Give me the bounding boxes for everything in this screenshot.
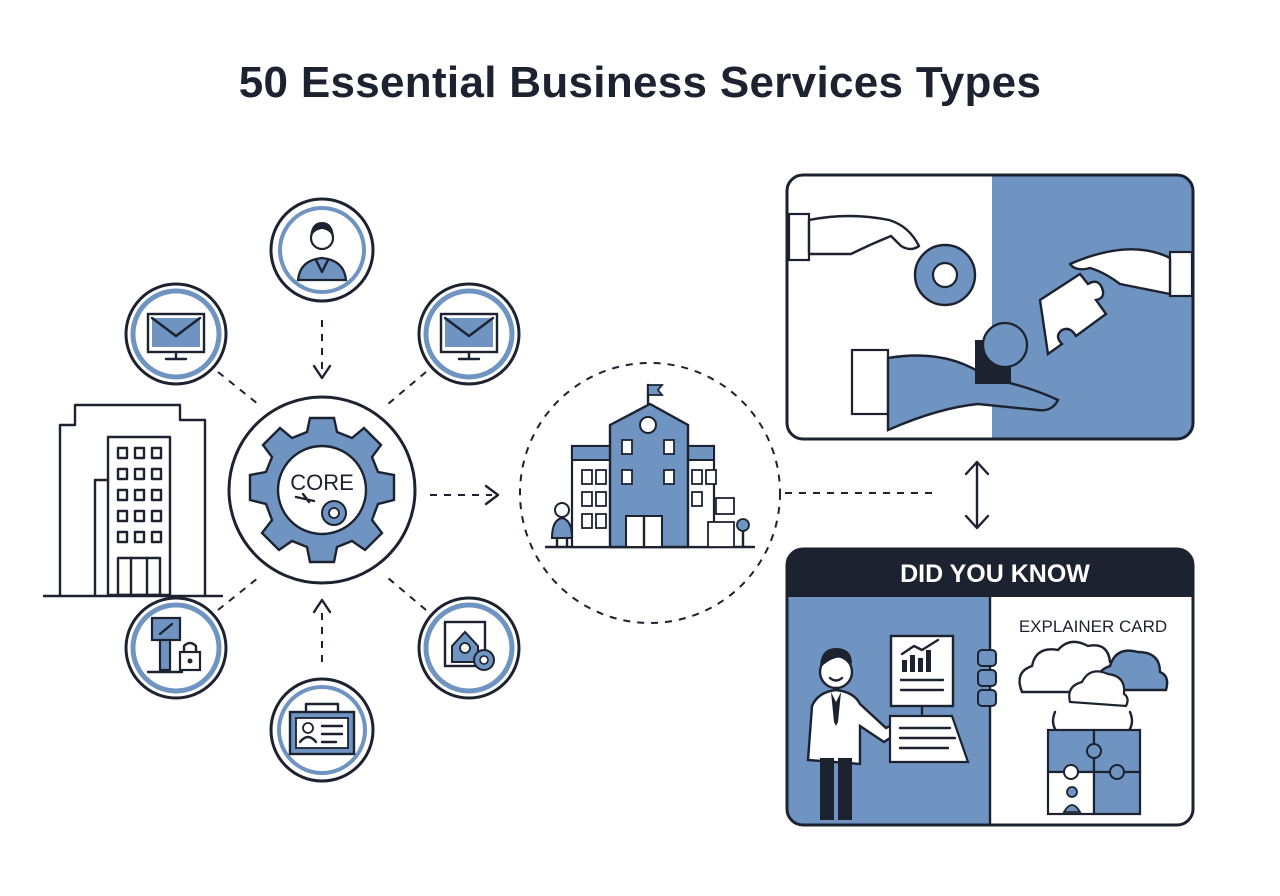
double-arrow-icon (964, 460, 990, 530)
email-monitor-icon-2[interactable] (417, 282, 521, 386)
businesswoman-icon[interactable] (269, 197, 375, 303)
core-label: CORE (290, 470, 354, 495)
cloud-puzzle-icon (1018, 640, 1169, 816)
id-card-icon[interactable] (269, 677, 375, 783)
small-gear-icon (294, 492, 347, 526)
core-node: CORE (227, 395, 417, 585)
core-connectors (217, 320, 935, 662)
presenter-icon (806, 634, 997, 820)
card-header: DID YOU KNOW (900, 560, 1090, 588)
email-monitor-icon[interactable] (124, 282, 228, 386)
page-title: 50 Essential Business Services Types (238, 58, 1042, 107)
handshake-puzzle-icon (785, 173, 1195, 441)
id-settings-icon[interactable] (417, 596, 521, 700)
card-subtitle: EXPLAINER CARD (1019, 617, 1167, 636)
office-building-icon (42, 403, 224, 598)
school-building-icon (519, 362, 781, 624)
secure-access-icon[interactable] (124, 596, 228, 700)
explainer-card: DID YOU KNOW EXPLAINER CARD (785, 547, 1195, 827)
